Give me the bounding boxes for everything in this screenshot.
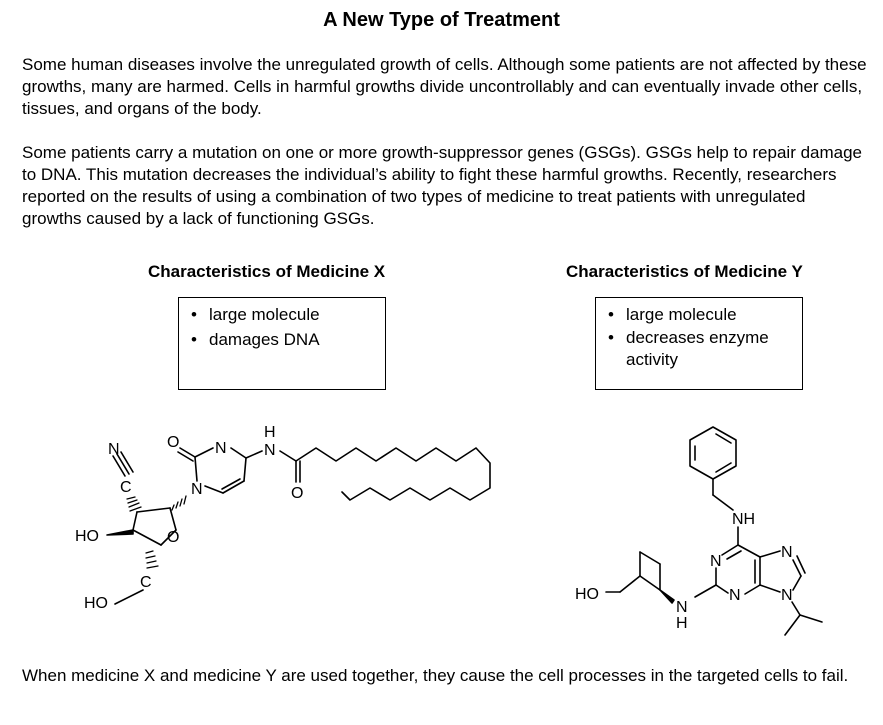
atom-label: H <box>676 615 688 632</box>
medicine-y-structure <box>605 426 823 636</box>
atom-label: N <box>781 544 793 561</box>
medicine-x-atom-labels: N C O N N H N O O HO C HO <box>75 424 303 612</box>
atom-label: N <box>710 553 722 570</box>
atom-label: C <box>140 574 152 591</box>
page-title: A New Type of Treatment <box>323 9 560 31</box>
medicine-y-characteristics-box: large molecule decreases enzyme activity <box>595 297 803 390</box>
atom-label: N <box>108 441 120 458</box>
atom-label: N <box>729 587 741 604</box>
atom-label: O <box>167 529 179 546</box>
atom-label: N <box>264 442 276 459</box>
atom-label: N <box>676 599 688 616</box>
atom-label: HO <box>575 586 599 603</box>
atom-label: HO <box>75 528 99 545</box>
medicine-x-heading: Characteristics of Medicine X <box>148 262 386 281</box>
intro-paragraph: Some human diseases involve the unregula… <box>22 55 867 118</box>
atom-label: O <box>167 434 179 451</box>
atom-label: H <box>264 424 276 441</box>
medicine-x-trait: large molecule <box>189 302 385 327</box>
medicine-y-heading: Characteristics of Medicine Y <box>566 262 803 281</box>
atom-label: O <box>291 485 303 502</box>
medicine-y-atom-labels: NH N N N N HO N H <box>575 511 793 632</box>
medicine-y-trait: large molecule <box>606 302 802 327</box>
medicine-x-structure <box>106 447 491 605</box>
gsg-paragraph: Some patients carry a mutation on one or… <box>22 143 863 228</box>
medicine-y-trait: decreases enzyme activity <box>606 327 786 371</box>
atom-label: N <box>215 440 227 457</box>
atom-label: N <box>781 587 793 604</box>
conclusion-paragraph: When medicine X and medicine Y are used … <box>22 666 849 685</box>
atom-label: N <box>191 481 203 498</box>
atom-label: HO <box>84 595 108 612</box>
medicine-x-trait: damages DNA <box>189 327 385 352</box>
atom-label: NH <box>732 511 755 528</box>
atom-label: C <box>120 479 132 496</box>
medicine-x-characteristics-box: large molecule damages DNA <box>178 297 386 390</box>
